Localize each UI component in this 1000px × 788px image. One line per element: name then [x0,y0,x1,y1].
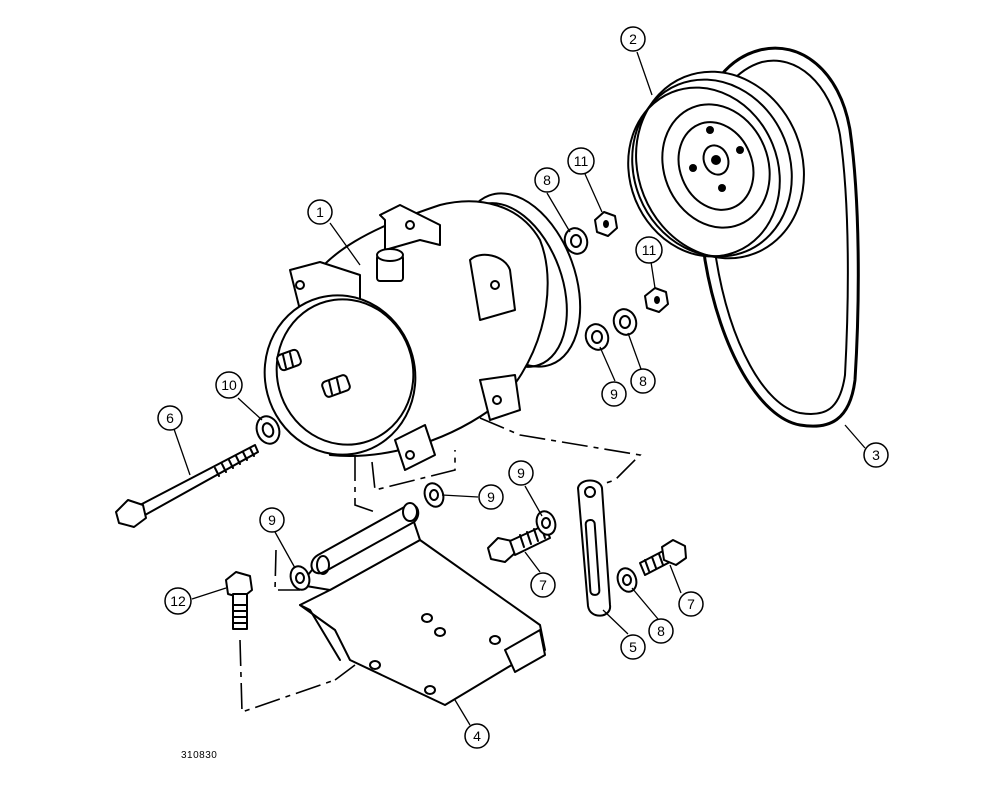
cap-screw-right [639,539,687,576]
svg-text:2: 2 [629,31,637,47]
pulley [627,70,805,260]
callout-2: 2 [620,26,646,52]
washer-9-mid [584,323,610,351]
washer-9-screw [535,510,557,536]
svg-text:9: 9 [517,465,525,481]
bolt-12 [225,571,253,630]
svg-text:8: 8 [543,172,551,188]
washer-9-bracket-left [289,565,311,591]
long-bolt [115,444,259,528]
figure-reference-number: 310830 [181,750,218,761]
svg-text:9: 9 [268,512,276,528]
svg-text:1: 1 [316,204,324,220]
callout-7-left: 7 [530,572,556,598]
callout-8-low: 8 [648,618,674,644]
callout-9-bracket-right: 9 [478,484,504,510]
nut-11-right [644,287,669,313]
alignment-lines [239,417,642,714]
compressor-stud-upper [276,348,302,372]
callout-11-right: 11 [635,236,663,264]
svg-text:9: 9 [487,489,495,505]
callout-9-mid: 9 [601,381,627,407]
callout-5: 5 [620,634,646,660]
lockwasher-8-top [563,227,589,255]
drive-belt [688,46,860,428]
lockwasher-8-mid [612,308,638,336]
callout-7-right: 7 [678,591,704,617]
svg-text:4: 4 [473,728,481,744]
callout-6: 6 [157,405,183,431]
svg-text:8: 8 [639,373,647,389]
nut-11-top [594,211,618,237]
washer-10 [255,415,281,445]
callout-9-bracket-left: 9 [259,507,285,533]
callout-leaders [173,51,866,726]
compressor [263,192,582,471]
callout-4: 4 [464,723,490,749]
callout-9-screw: 9 [508,460,534,486]
svg-text:11: 11 [642,242,657,258]
lockwasher-8-low [616,567,638,593]
washer-9-bracket-right [423,482,445,508]
svg-text:8: 8 [657,623,665,639]
callout-3: 3 [863,442,889,468]
callout-8-top: 8 [534,167,560,193]
adjusting-strap [577,479,612,617]
callout-12: 12 [164,587,192,615]
svg-text:11: 11 [574,153,589,169]
callout-11-top: 11 [567,147,595,175]
svg-text:7: 7 [539,577,547,593]
svg-text:12: 12 [170,593,186,609]
svg-text:9: 9 [610,386,618,402]
cap-screw-left [487,524,551,563]
svg-text:3: 3 [872,447,880,463]
svg-text:6: 6 [166,410,174,426]
svg-text:7: 7 [687,596,695,612]
callout-10: 10 [215,371,243,399]
mounting-bracket [299,502,546,706]
callout-8-mid: 8 [630,368,656,394]
svg-text:10: 10 [221,377,237,393]
callout-1: 1 [307,199,333,225]
compressor-stud-lower [321,374,351,398]
svg-text:5: 5 [629,639,637,655]
